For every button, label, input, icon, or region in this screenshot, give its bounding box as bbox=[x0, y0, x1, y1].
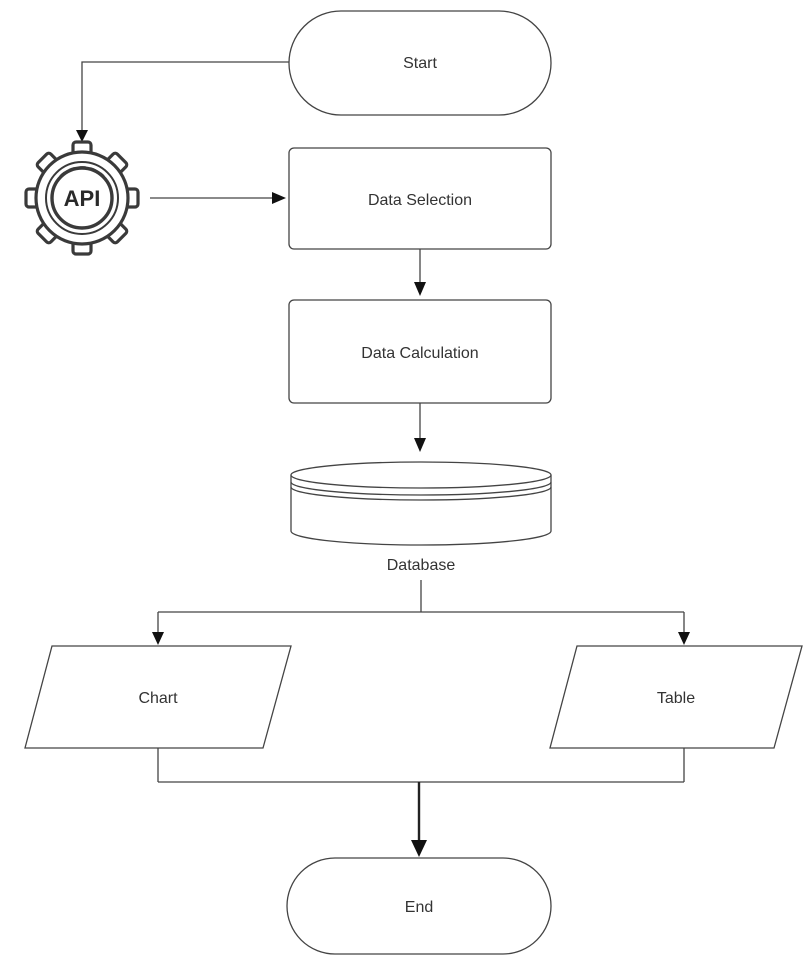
api-label: API bbox=[64, 186, 101, 211]
table-label: Table bbox=[657, 690, 695, 707]
edge-data-selection-to-data-calculation bbox=[414, 249, 426, 296]
data-calculation-node: Data Calculation bbox=[288, 299, 552, 404]
chart-shape bbox=[24, 645, 292, 749]
end-shape bbox=[286, 857, 552, 955]
data-calculation-label: Data Calculation bbox=[361, 345, 478, 362]
start-label: Start bbox=[403, 55, 437, 72]
table-shape bbox=[549, 645, 803, 749]
chart-label: Chart bbox=[138, 690, 178, 707]
start-node: Start bbox=[288, 10, 552, 116]
end-label: End bbox=[405, 899, 433, 916]
table-node: Table bbox=[549, 645, 803, 749]
data-selection-node: Data Selection bbox=[288, 147, 552, 250]
edge-database-to-outputs bbox=[152, 580, 690, 645]
edge-data-calculation-to-database bbox=[414, 403, 426, 452]
database-body bbox=[290, 475, 552, 546]
start-shape bbox=[288, 10, 552, 116]
api-gear-icon: API bbox=[24, 140, 140, 256]
database-node: Database bbox=[290, 461, 552, 574]
database-rim bbox=[290, 481, 552, 496]
end-node: End bbox=[286, 857, 552, 955]
chart-node: Chart bbox=[24, 645, 292, 749]
data-calculation-shape bbox=[288, 299, 552, 404]
edge-api-to-data-selection bbox=[150, 192, 286, 204]
data-selection-label: Data Selection bbox=[368, 192, 472, 209]
database-top bbox=[290, 461, 552, 489]
edge-outputs-to-end bbox=[157, 748, 685, 857]
database-label: Database bbox=[387, 557, 456, 574]
data-selection-shape bbox=[288, 147, 552, 250]
edge-start-to-api bbox=[76, 61, 289, 142]
